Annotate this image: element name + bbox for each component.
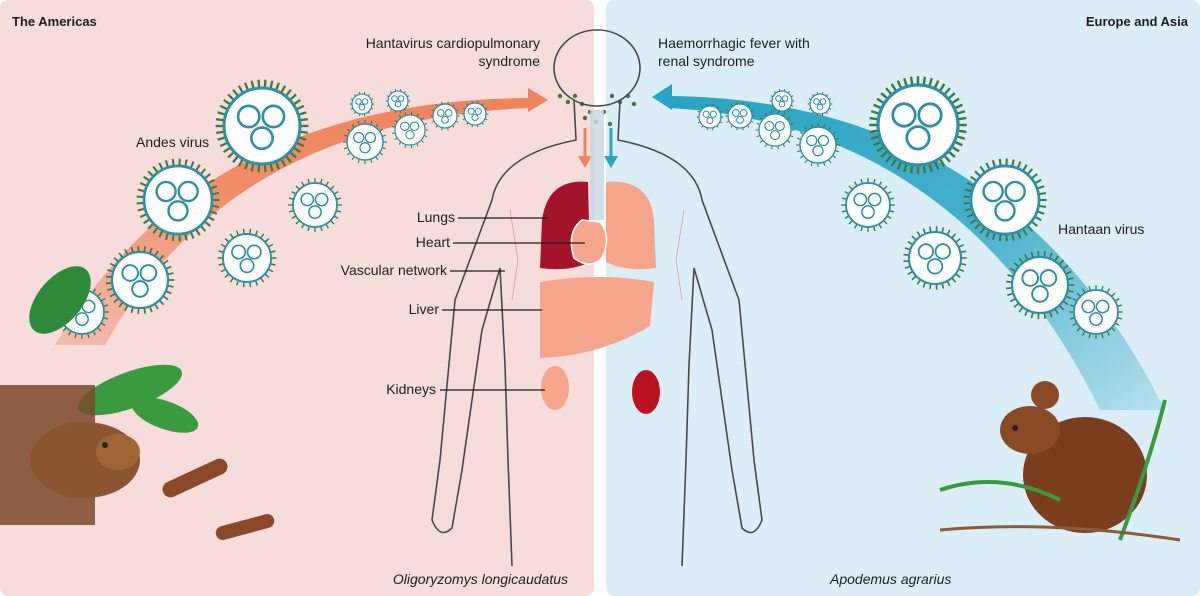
- liver: [540, 277, 654, 358]
- virion: [430, 101, 460, 131]
- americas-host-species: Oligoryzomys longicaudatus: [393, 571, 568, 587]
- virion: [349, 91, 375, 117]
- americas-arc-arrowhead: [528, 88, 548, 112]
- kidney-affected: [632, 370, 660, 414]
- hcps-label-line1: Hantavirus cardiopulmonary: [366, 35, 540, 51]
- virion: [217, 228, 277, 288]
- human-body-outline: [431, 29, 763, 567]
- hantaan-virions: [601, 76, 1123, 339]
- europe-asia-arc-arrowhead: [652, 84, 672, 110]
- hfrs-label-line2: renal syndrome: [658, 53, 755, 69]
- vascular-network: [509, 209, 685, 301]
- lungs-normal: [606, 181, 656, 270]
- europe-asia-rodent-illustration: [939, 381, 1181, 542]
- virion: [769, 88, 795, 114]
- virion: [343, 120, 387, 164]
- americas-rodent-illustration: [0, 266, 275, 540]
- virion: [288, 178, 342, 232]
- virion: [136, 158, 220, 242]
- europe-asia-title: Europe and Asia: [1086, 14, 1189, 29]
- virion: [869, 76, 967, 174]
- lungs-label: Lungs: [417, 209, 455, 225]
- virion: [215, 79, 309, 173]
- liver-label: Liver: [409, 301, 440, 317]
- virion: [807, 91, 833, 117]
- virion: [105, 245, 175, 315]
- hantaan-virus-label: Hantaan virus: [1058, 221, 1144, 237]
- hcps-label-line2: syndrome: [479, 53, 541, 69]
- virion: [755, 110, 795, 150]
- virion: [725, 101, 755, 131]
- heart: [570, 219, 608, 265]
- americas-panel: [0, 0, 594, 596]
- andes-virions: [55, 79, 599, 339]
- trachea: [590, 110, 604, 220]
- kidneys-label: Kidneys: [386, 381, 436, 397]
- vascular-network-label: Vascular network: [341, 262, 448, 278]
- virion: [903, 226, 967, 290]
- virion: [696, 103, 724, 131]
- virion: [963, 158, 1047, 242]
- virion: [461, 100, 489, 128]
- particle-dot: [565, 99, 571, 105]
- heart-label: Heart: [416, 234, 450, 250]
- inhalation-arrows: [578, 128, 618, 168]
- andes-virus-label: Andes virus: [136, 134, 209, 150]
- hfrs-label-line1: Haemorrhagic fever with: [658, 35, 810, 51]
- organ-leader-lines: [440, 217, 585, 391]
- kidney-normal: [541, 366, 569, 410]
- particle-dot: [582, 115, 588, 121]
- particle-dot: [631, 101, 637, 107]
- virion: [1005, 250, 1075, 320]
- virion: [385, 88, 411, 114]
- europe-asia-host-species: Apodemus agrarius: [829, 571, 951, 587]
- particle-dot: [607, 121, 613, 127]
- virion: [391, 111, 429, 149]
- virion: [1069, 285, 1123, 339]
- virion: [841, 178, 895, 232]
- americas-title: The Americas: [12, 14, 97, 29]
- particle-dot: [572, 93, 578, 99]
- particle-dot: [609, 93, 615, 99]
- virion: [796, 123, 840, 167]
- particle-dot: [557, 93, 563, 99]
